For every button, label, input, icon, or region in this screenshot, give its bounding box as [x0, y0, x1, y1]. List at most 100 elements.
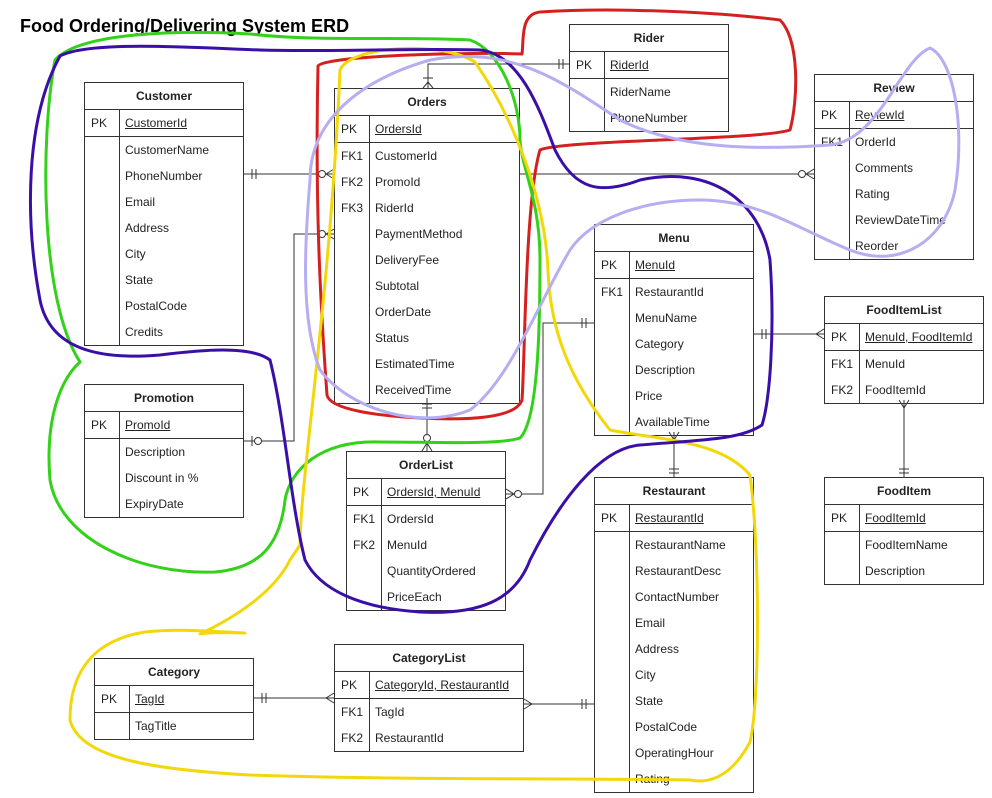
fooditemlist-fooditem-line	[898, 399, 910, 477]
customer-attribute: City	[125, 247, 146, 261]
orderlist-attribute: OrdersId	[387, 512, 434, 526]
orders-row: ReceivedTime	[335, 377, 519, 403]
menu-key-label: FK1	[601, 285, 624, 299]
review-attribute: ReviewDateTime	[855, 213, 946, 227]
promotion-row: Description	[85, 439, 243, 465]
restaurant-attribute: RestaurantId	[635, 511, 704, 525]
diagram-title: Food Ordering/Delivering System ERD	[20, 16, 350, 36]
fooditemlist-attribute: MenuId, FoodItemId	[865, 330, 973, 344]
category-header: Category	[95, 659, 253, 686]
rider-row: RiderName	[570, 79, 728, 105]
customer-attribute: State	[125, 273, 154, 287]
restaurant-key-label: PK	[601, 511, 618, 525]
orderlist-header: OrderList	[347, 452, 505, 479]
rider-key-label: PK	[576, 58, 593, 72]
restaurant-row: OperatingHour	[595, 740, 753, 766]
menu-row: MenuName	[595, 305, 753, 331]
promotion-orders-marker	[254, 437, 262, 445]
menu-row: Category	[595, 331, 753, 357]
restaurant-row: RestaurantDesc	[595, 558, 753, 584]
orders-attribute: EstimatedTime	[375, 357, 455, 371]
menu-attribute: Category	[635, 337, 684, 351]
restaurant-attribute: State	[635, 694, 664, 708]
orders-key-label: FK2	[341, 175, 364, 189]
orders-key-label: FK3	[341, 201, 364, 215]
fooditem-key-label: PK	[831, 511, 848, 525]
promotion-attribute: ExpiryDate	[125, 497, 184, 511]
review-key-column	[849, 101, 850, 259]
menu-attribute: MenuId	[635, 258, 676, 272]
restaurant-attribute: RestaurantName	[635, 538, 726, 552]
restaurant-attribute: PostalCode	[635, 720, 698, 734]
categorylist-key-label: PK	[341, 678, 358, 692]
orders-attribute: PaymentMethod	[375, 227, 463, 241]
customer-key-column	[119, 109, 120, 345]
orders-key-column	[369, 115, 370, 403]
orders-key-label: PK	[341, 122, 358, 136]
orders-row: DeliveryFee	[335, 247, 519, 273]
orders-review-line	[520, 168, 815, 180]
menu-row: Price	[595, 383, 753, 409]
category-key-column	[129, 685, 130, 739]
categorylist-row: PK CategoryId, RestaurantId	[335, 672, 523, 699]
categorylist-attribute: RestaurantId	[375, 731, 444, 745]
customer-row: City	[85, 241, 243, 267]
fooditemlist-key-label: PK	[831, 330, 848, 344]
customer-header: Customer	[85, 83, 243, 110]
orderlist-attribute: QuantityOrdered	[387, 564, 476, 578]
categorylist-restaurant-line	[523, 698, 594, 710]
menu-key-column	[629, 251, 630, 435]
promotion-attribute: Discount in %	[125, 471, 199, 485]
restaurant-attribute: Address	[635, 642, 680, 656]
rider-attribute: RiderId	[610, 58, 649, 72]
categorylist-header: CategoryList	[335, 645, 523, 672]
restaurant-attribute: City	[635, 668, 656, 682]
customer-row: Credits	[85, 319, 243, 345]
fooditemlist-attribute: FoodItemId	[865, 383, 926, 397]
review-attribute: Comments	[855, 161, 914, 175]
orders-attribute: Status	[375, 331, 410, 345]
orders-attribute: ReceivedTime	[375, 383, 452, 397]
orders-attribute: DeliveryFee	[375, 253, 440, 267]
customer-row: Address	[85, 215, 243, 241]
orders-row: OrderDate	[335, 299, 519, 325]
orderlist-key-label: FK2	[353, 538, 376, 552]
restaurant-row: Email	[595, 610, 753, 636]
rider-attribute: PhoneNumber	[610, 111, 688, 125]
customer-row: CustomerName	[85, 137, 243, 163]
orders-attribute: OrderDate	[375, 305, 432, 319]
orderlist-attribute: PriceEach	[387, 590, 442, 604]
promotion-attribute: PromoId	[125, 418, 171, 432]
review-key-label: PK	[821, 108, 838, 122]
category-categorylist-line	[254, 692, 335, 704]
orders-attribute: RiderId	[375, 201, 414, 215]
fooditemlist-key-label: FK1	[831, 357, 854, 371]
rider-key-column	[604, 51, 605, 131]
category-row: TagTitle	[95, 713, 253, 739]
customer-attribute: PhoneNumber	[125, 169, 203, 183]
fooditem-attribute: FoodItemName	[865, 538, 948, 552]
rider-attribute: RiderName	[610, 85, 671, 99]
categorylist-key-column	[369, 671, 370, 751]
orders-key-label: FK1	[341, 149, 364, 163]
categorylist-attribute: CategoryId, RestaurantId	[375, 678, 510, 692]
orderlist-key-column	[381, 478, 382, 610]
